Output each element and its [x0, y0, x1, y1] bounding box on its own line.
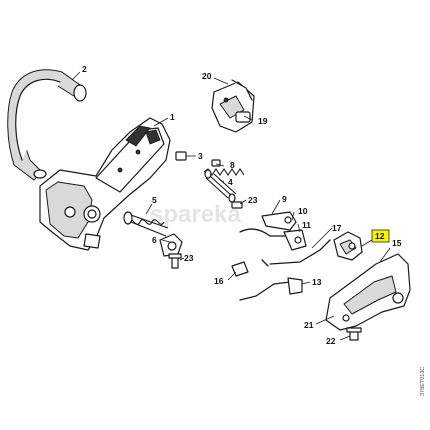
part-screw-23-lower: [168, 253, 182, 269]
callout-17: 17: [332, 223, 342, 233]
part-handlebar: [7, 69, 87, 181]
callout-22: 22: [326, 336, 336, 346]
callout-13: 13: [312, 277, 322, 287]
part-screw-23-upper: [231, 201, 243, 209]
part-lever-9: [261, 211, 297, 231]
document-reference: 378ET013C: [420, 367, 426, 396]
part-throttle-rods: [239, 228, 307, 251]
callout-12: 12: [375, 231, 385, 241]
part-rear-cover-15: [325, 253, 411, 331]
callout-23-upper: 23: [248, 195, 258, 205]
part-link-13: [239, 277, 303, 301]
callout-11: 11: [302, 220, 311, 230]
callout-16: 16: [214, 276, 224, 286]
callout-23-lower: 23: [184, 253, 194, 263]
callout-12-highlight: [371, 229, 390, 243]
callout-4: 4: [228, 177, 233, 187]
callout-15: 15: [392, 238, 402, 248]
callout-3: 3: [198, 151, 203, 161]
part-trigger-assembly: [211, 79, 255, 133]
part-spring-4: [203, 168, 245, 203]
callout-21: 21: [304, 320, 314, 330]
callout-5: 5: [152, 195, 157, 205]
callout-8: 8: [230, 160, 235, 170]
callout-labels: 2 1 20 19 3 8 4 23 9 5 10 11 17 6 23 12 …: [82, 64, 402, 346]
watermark: spareka: [150, 201, 241, 228]
callout-10: 10: [298, 206, 308, 216]
callout-9: 9: [282, 194, 287, 204]
callout-19: 19: [258, 116, 268, 126]
part-wire-17: [261, 239, 331, 267]
callout-20: 20: [202, 71, 212, 81]
leader-lines: [71, 71, 391, 341]
part-screw-3: [175, 151, 196, 161]
callout-6: 6: [152, 235, 157, 245]
part-fitting-6: [159, 233, 183, 257]
part-lever-12: [333, 231, 363, 261]
handlebar-end-cap: [73, 84, 87, 102]
part-screw-22: [346, 327, 362, 341]
callout-1: 1: [170, 112, 175, 122]
part-handle-housing: [39, 117, 171, 251]
callout-2: 2: [82, 64, 87, 74]
part-spring-5: [123, 211, 169, 237]
